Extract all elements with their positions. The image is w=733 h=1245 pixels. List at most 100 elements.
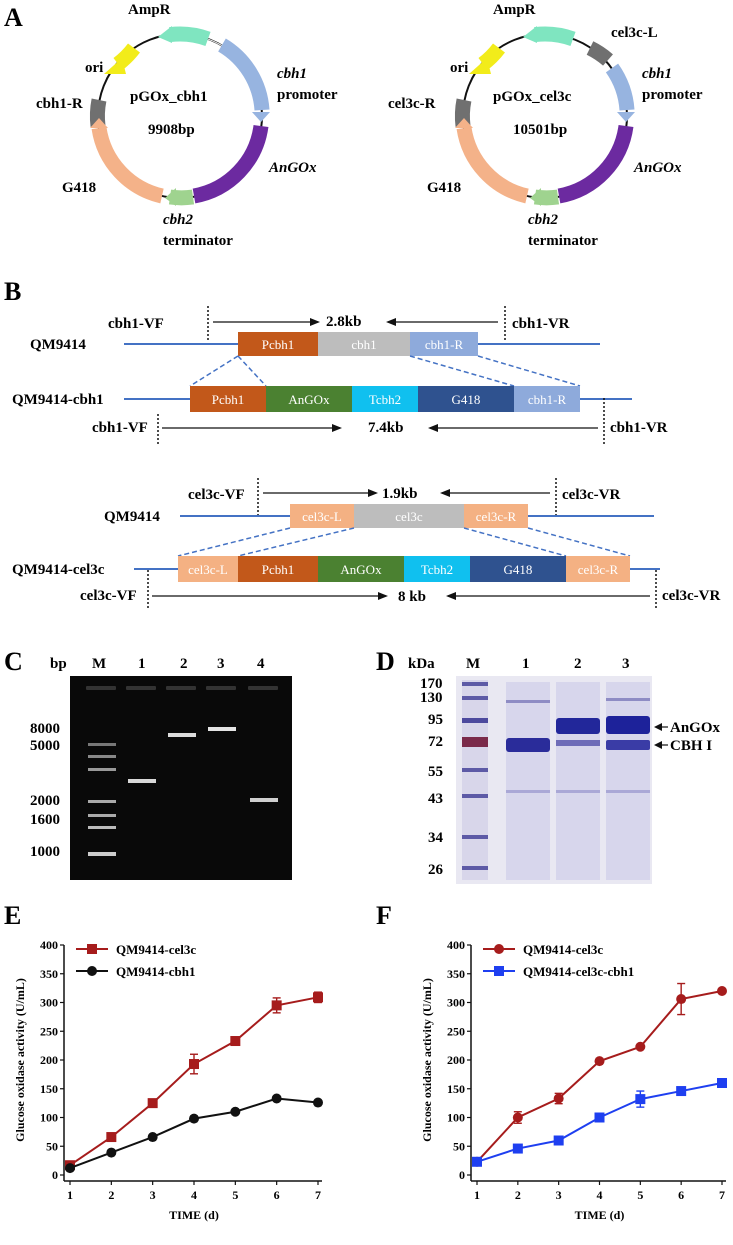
- gel-band: [462, 682, 488, 686]
- gel-band: [556, 718, 600, 734]
- y-tick-label: 50: [453, 1139, 465, 1153]
- lane-label: M: [466, 656, 480, 672]
- vf-label: cbh1-VF: [92, 420, 148, 436]
- gel-band: [556, 740, 600, 746]
- vr-label: cbh1-VR: [512, 316, 570, 332]
- segment-label: cel3c-R: [476, 509, 517, 524]
- segment-cbh1-r: [410, 332, 478, 356]
- ampr-label: AmpR: [128, 2, 171, 18]
- x-tick-label: 3: [150, 1188, 156, 1202]
- cbh1-promoter-segment: [217, 38, 270, 111]
- strain-wt-label: QM9414: [104, 509, 160, 525]
- gel-band: [88, 768, 116, 771]
- x-tick-label: 1: [67, 1188, 73, 1202]
- x-tick-label: 6: [678, 1188, 684, 1202]
- y-tick-label: 100: [40, 1111, 58, 1125]
- segment-label: Tcbh2: [369, 392, 401, 407]
- gel-band: [606, 740, 650, 750]
- legend-label: QM9414-cel3c: [523, 942, 603, 957]
- strain-mut-label: QM9414-cbh1: [12, 392, 104, 408]
- agarose-gel: bp M 1 2 3 4 8000 5000 2000 1600 1000: [30, 656, 292, 880]
- segment-label: AnGOx: [340, 562, 382, 577]
- cel3c-l-segment: [586, 41, 613, 66]
- segment-pcbh1: [190, 386, 266, 412]
- mw-marker: 170: [420, 676, 443, 692]
- construct-cbh1: cbh1-VF 2.8kb cbh1-VR QM9414 Pcbh1 cbh1 …: [12, 306, 668, 446]
- segment-angox: [318, 556, 404, 582]
- segment-label: Pcbh1: [262, 562, 295, 577]
- cel3c-l-label: cel3c-L: [611, 25, 658, 41]
- data-point: [717, 986, 727, 996]
- lane-label: 1: [138, 656, 146, 672]
- y-tick-label: 250: [447, 1024, 465, 1038]
- segment-label: G418: [504, 562, 533, 577]
- gel-band: [462, 696, 488, 700]
- cbh2-label: cbh2: [163, 212, 194, 228]
- x-tick-label: 2: [108, 1188, 114, 1202]
- data-point: [635, 1041, 646, 1052]
- size-marker: 8000: [30, 721, 60, 737]
- gel-band: [88, 743, 116, 746]
- data-point: [594, 1056, 605, 1067]
- x-tick-label: 2: [515, 1188, 521, 1202]
- plasmid-size: 9908bp: [148, 122, 195, 138]
- segment-tcbh2: [404, 556, 470, 582]
- y-tick-label: 400: [40, 938, 58, 952]
- segment-angox: [266, 386, 352, 412]
- panel-label-b: B: [4, 277, 21, 306]
- segment-pcbh1: [238, 556, 318, 582]
- vr-label: cbh1-VR: [610, 420, 668, 436]
- gel-band: [462, 768, 488, 772]
- legend-marker: [87, 966, 97, 976]
- gel-band: [88, 814, 116, 817]
- mw-marker: 26: [428, 862, 444, 878]
- gel-band: [88, 826, 116, 829]
- cbh1-promoter-segment: [605, 63, 635, 111]
- gel-band: [88, 755, 116, 758]
- legend-marker: [494, 966, 504, 976]
- strain-wt-label: QM9414: [30, 337, 86, 353]
- size-marker: 5000: [30, 738, 60, 754]
- legend-label: QM9414-cel3c-cbh1: [523, 964, 634, 979]
- segment-cel3c-l: [290, 504, 354, 528]
- amplicon-size-wt: 1.9kb: [382, 486, 417, 502]
- x-tick-label: 6: [274, 1188, 280, 1202]
- segment-label: cel3c: [395, 509, 423, 524]
- data-point: [271, 1093, 282, 1104]
- gel-band: [250, 798, 278, 802]
- vf-label: cel3c-VF: [80, 588, 137, 604]
- gel-band: [88, 800, 116, 803]
- data-point: [553, 1093, 564, 1104]
- segment-g418: [418, 386, 514, 412]
- size-marker: 2000: [30, 793, 60, 809]
- size-marker: 1000: [30, 844, 60, 860]
- ampr-segment: [169, 26, 211, 47]
- amplicon-size-wt: 2.8kb: [326, 314, 361, 330]
- lane-label: M: [92, 656, 106, 672]
- y-tick-label: 400: [447, 938, 465, 952]
- y-tick-label: 250: [40, 1024, 58, 1038]
- gel-band: [208, 727, 236, 731]
- data-point: [472, 1156, 482, 1167]
- segment-cel3c: [354, 504, 464, 528]
- panel-label-d: D: [376, 647, 395, 676]
- gel-band: [606, 716, 650, 734]
- vr-label: cel3c-VR: [562, 487, 620, 503]
- data-point: [553, 1135, 564, 1146]
- segment-pcbh1: [238, 332, 318, 356]
- segment-cbh1: [318, 332, 410, 356]
- gel-band: [88, 852, 116, 856]
- segment-cel3c-r: [464, 504, 528, 528]
- segment-cel3c-l: [178, 556, 238, 582]
- data-point: [189, 1113, 199, 1124]
- panel-label-f: F: [376, 901, 392, 930]
- plasmid-cel3c-map: AmpR cel3c-L ori cel3c-R pGOx_cel3c 1050…: [388, 2, 703, 249]
- data-point: [313, 992, 323, 1003]
- g418-arrowhead: [455, 118, 473, 128]
- gel-band: [506, 700, 550, 703]
- x-tick-label: 5: [232, 1188, 238, 1202]
- data-point: [65, 1163, 75, 1174]
- ori-label: ori: [85, 60, 103, 76]
- data-point: [717, 1078, 727, 1088]
